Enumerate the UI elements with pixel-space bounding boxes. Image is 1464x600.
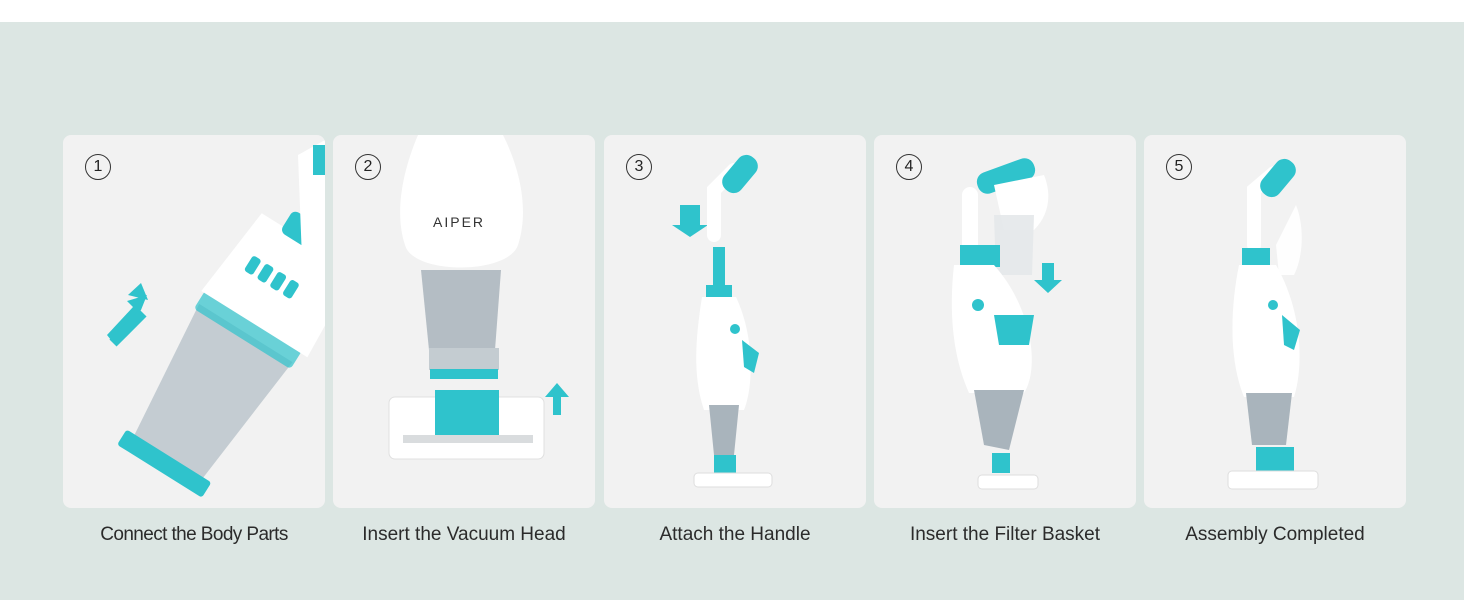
step-number-4: 4 (896, 154, 922, 180)
step-card-1: 1 (63, 135, 325, 508)
step-card-5: 5 (1144, 135, 1406, 508)
step-caption-3: Attach the Handle (659, 524, 811, 545)
step-caption-4: Insert the Filter Basket (909, 524, 1101, 545)
step-number-2: 2 (355, 154, 381, 180)
step-number-1: 1 (85, 154, 111, 180)
step-card-2: 2 AIPER (333, 135, 595, 508)
step-number-5: 5 (1166, 154, 1192, 180)
step-card-3: 3 (604, 135, 866, 508)
brand-logo-text: AIPER (433, 214, 485, 230)
assembly-completed-image (1227, 158, 1319, 490)
step-card-4: 4 (874, 135, 1136, 508)
step-number-3: 3 (626, 154, 652, 180)
vacuum-body-parts-image (107, 140, 325, 497)
filter-basket-image (951, 158, 1062, 490)
handle-attach-image (672, 154, 773, 488)
step-caption-2: Insert the Vacuum Head (362, 524, 566, 545)
vacuum-head-image: AIPER (388, 135, 569, 460)
step-caption-5: Assembly Completed (1185, 524, 1365, 545)
step-caption-1: Connect the Body Parts (100, 524, 288, 545)
